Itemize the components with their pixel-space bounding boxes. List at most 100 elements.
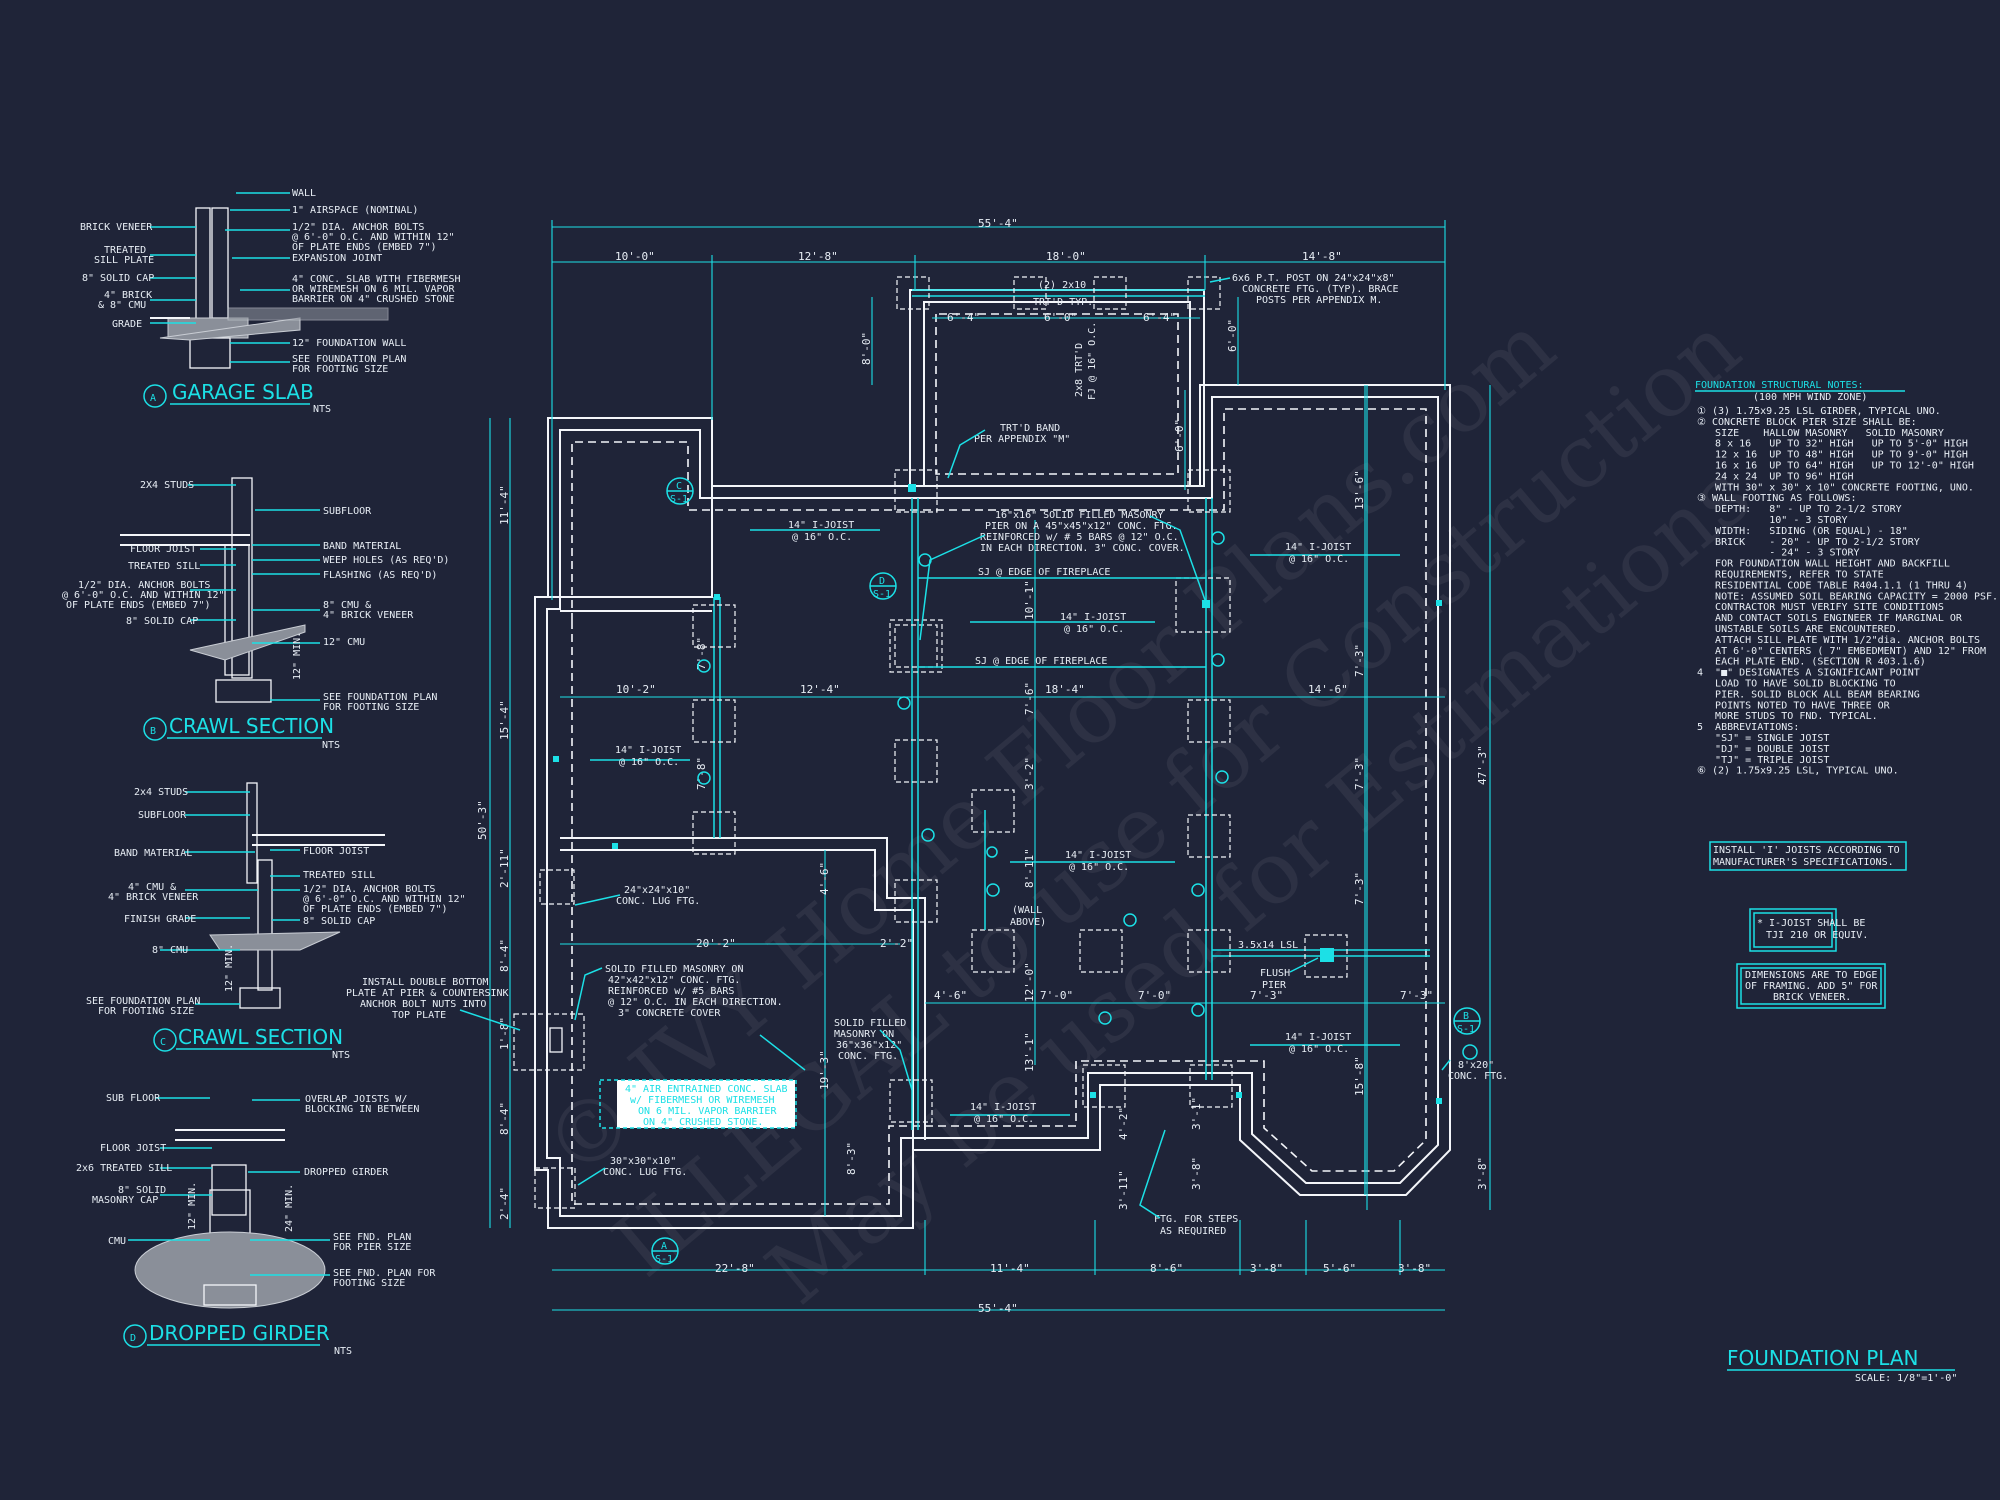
dim-vert: 3'-11" — [1117, 1170, 1130, 1210]
note-conc-ftg: CONC. FTG. — [1448, 1071, 1508, 1082]
dim-vert: 4'-2" — [1117, 1107, 1130, 1140]
note-steps: FTG. FOR STEPS — [1154, 1214, 1238, 1225]
note-line: REQUIREMENTS, REFER TO STATE — [1697, 570, 1884, 581]
detail-marker-d[interactable] — [123, 1324, 147, 1348]
note-line: "TJ" = TRIPLE JOIST — [1697, 755, 1829, 766]
cc-label: SUBFLOOR — [138, 810, 187, 821]
dim-right: 3'-8" — [1476, 1157, 1489, 1190]
note-joist: @ 16" O.C. — [792, 532, 852, 543]
note-post: 6x6 P.T. POST ON 24"x24"x8" — [1232, 273, 1395, 284]
cb-label: 8" SOLID CAP — [126, 616, 198, 627]
dim-overall-depth: 50'-3" — [476, 800, 489, 840]
note-steps: AS REQUIRED — [1160, 1226, 1226, 1237]
note-solid-b: 36"x36"x12" — [836, 1040, 902, 1051]
ga-label: 1" AIRSPACE (NOMINAL) — [292, 205, 418, 216]
note-flush-pier: FLUSH — [1260, 968, 1290, 979]
dim-inner: 18'-4" — [1045, 683, 1085, 696]
dim-porch: 6'-4" — [1143, 311, 1176, 324]
note-line: LOAD TO HAVE SOLID BLOCKING TO — [1697, 679, 1896, 690]
dg-label: MASONRY CAP — [92, 1195, 158, 1206]
ga-label: SILL PLATE — [94, 255, 154, 266]
note-conc-ftg: 8'x20" — [1458, 1060, 1494, 1071]
detail-title-crawl-b: CRAWL SECTION — [169, 714, 334, 738]
note-joist: @ 16" O.C. — [1064, 624, 1124, 635]
note-beam: TRT'D TYP. — [1033, 297, 1093, 308]
dim-inner: 12'-4" — [800, 683, 840, 696]
note-trtd: 2x8 TRT'D — [1074, 343, 1085, 397]
dim-vert: 19'-3" — [818, 1050, 831, 1090]
cc-label: BAND MATERIAL — [114, 848, 192, 859]
detail-garage-slab: WALL 1" AIRSPACE (NOMINAL) 1/2" DIA. ANC… — [80, 188, 461, 415]
ga-label: EXPANSION JOINT — [292, 253, 382, 264]
note-joist: @ 16" O.C. — [1289, 1044, 1349, 1055]
dg-label: FOR PIER SIZE — [333, 1242, 411, 1253]
slab-note-box — [617, 1080, 795, 1128]
title-block: FOUNDATION PLAN SCALE: 1/8"=1'-0" — [1727, 1346, 1957, 1384]
section-sheet: S-1 — [873, 589, 891, 600]
detail-crawl-section-b: 2X4 STUDS SUBFLOOR FLOOR JOIST TREATED S… — [62, 477, 449, 751]
note-beam: (2) 2x10 — [1038, 280, 1086, 291]
detail-marker-b[interactable] — [143, 717, 167, 741]
dg-label: DROPPED GIRDER — [304, 1167, 389, 1178]
note-line: 24 x 24 UP TO 96" HIGH — [1697, 471, 1854, 482]
note-pier: PIER ON A 45"x45"x12" CONC. FTG. — [985, 521, 1178, 532]
ga-label: BARRIER ON 4" CRUSHED STONE — [292, 294, 455, 305]
dim-right-depth: 47'-3" — [1476, 745, 1489, 785]
box-text: * I-JOIST SHALL BE — [1757, 918, 1865, 929]
dg-label: FOOTING SIZE — [333, 1278, 405, 1289]
dim-vert: 3'-1" — [1190, 1097, 1203, 1130]
detail-scale: NTS — [313, 404, 331, 415]
note-line: POINTS NOTED TO HAVE THREE OR — [1697, 700, 1891, 711]
note-line: 8 x 16 UP TO 32" HIGH UP TO 5'-0" HIGH — [1697, 439, 1968, 450]
box-text: BRICK VENEER. — [1773, 992, 1851, 1003]
section-marker-d[interactable]: D S-1 — [869, 572, 897, 600]
section-letter: A — [661, 1241, 667, 1252]
box-text: OF FRAMING. ADD 5" FOR — [1745, 981, 1878, 992]
cb-label: @ 6'-0" O.C. AND WITHIN 12" — [62, 590, 225, 601]
note-line: DEPTH: 8" - UP TO 2-1/2 STORY — [1697, 504, 1902, 515]
dim-vert: 7'-8" — [695, 757, 708, 790]
note-install: INSTALL DOUBLE BOTTOM — [362, 977, 488, 988]
dim-right: 7'-3" — [1353, 872, 1366, 905]
pier-footings — [513, 276, 1348, 1209]
note-callouts — [697, 531, 1478, 1060]
detail-title-garage-slab: GARAGE SLAB — [172, 380, 314, 404]
cc-label: @ 6'-0" O.C. AND WITHIN 12" — [303, 894, 466, 905]
note-fireplace: SJ @ EDGE OF FIREPLACE — [975, 656, 1107, 667]
dim-vert: 6'-0" — [1226, 319, 1239, 352]
ga-label: BRICK VENEER — [80, 222, 153, 233]
section-marker-b[interactable]: B S-1 — [1453, 1007, 1481, 1035]
note-joist: 14" I-JOIST — [970, 1102, 1036, 1113]
dg-label: 8" SOLID — [118, 1185, 166, 1196]
dim-bottom: 3'-8" — [1250, 1262, 1283, 1275]
dim-vert: 3'-8" — [1190, 1157, 1203, 1190]
detail-marker-c[interactable] — [153, 1028, 177, 1052]
cc-label: 2x4 STUDS — [134, 787, 188, 798]
ga-label: GRADE — [112, 319, 142, 330]
dim-top: 12'-8" — [798, 250, 838, 263]
note-line: 5 ABBREVIATIONS: — [1697, 722, 1799, 733]
dim-left: 11'-4" — [498, 485, 511, 525]
note-line: "SJ" = SINGLE JOIST — [1697, 733, 1829, 744]
note-line: AND CONTACT SOILS ENGINEER IF MARGINAL O… — [1697, 613, 1963, 624]
note-joist: 14" I-JOIST — [1060, 612, 1126, 623]
note-lug: 30"x30"x10" — [610, 1156, 676, 1167]
cb-label: FOR FOOTING SIZE — [323, 702, 419, 713]
cb-label: 12" MIN. — [292, 632, 303, 680]
section-marker-c[interactable]: C S-1 — [666, 477, 694, 505]
section-marker-a[interactable]: A S-1 — [651, 1237, 679, 1265]
detail-marker-b-letter: B — [150, 726, 156, 737]
note-flush-pier: PIER — [1262, 980, 1287, 991]
note-band: TRT'D BAND — [1000, 423, 1060, 434]
note-joist: 14" I-JOIST — [615, 745, 681, 756]
note-slab: ON 4" CRUSHED STONE. — [643, 1117, 763, 1128]
joist-arrows — [590, 529, 1400, 1116]
section-sheet: S-1 — [670, 494, 688, 505]
detail-title-crawl-c: CRAWL SECTION — [178, 1025, 343, 1049]
dim-right: 13'-6" — [1353, 470, 1366, 510]
note-pier: 16"x16" SOLID FILLED MASONRY — [995, 510, 1164, 521]
note-line: MORE STUDS TO FND. TYPICAL. — [1697, 711, 1878, 722]
detail-marker-a[interactable] — [143, 384, 167, 408]
ga-label: SEE FOUNDATION PLAN — [292, 354, 406, 365]
dim-top: 10'-0" — [615, 250, 655, 263]
